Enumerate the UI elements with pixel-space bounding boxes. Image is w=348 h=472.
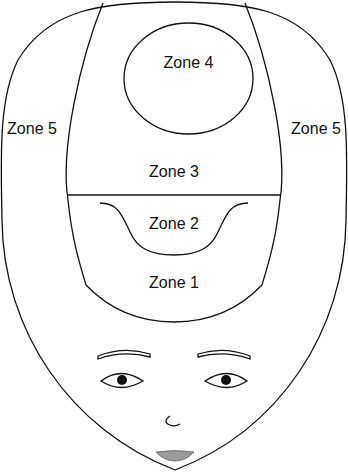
pupil [117, 375, 127, 385]
oval-outline [124, 23, 253, 134]
zone-region: Zone 5 [284, 40, 346, 190]
zone-label: Zone 1 [149, 274, 199, 292]
zone-label: Zone 2 [149, 215, 199, 233]
zone-region: Zone 5 [2, 40, 64, 190]
zone-label: Zone 5 [7, 120, 57, 138]
zone-boundary [245, 3, 282, 285]
eyebrow [98, 350, 150, 359]
eye [205, 374, 247, 388]
eye [101, 374, 143, 388]
oval-outline [123, 22, 254, 135]
zone-boundary [66, 3, 103, 285]
zone-boundary [100, 203, 248, 255]
eyebrow [198, 350, 250, 359]
zone-oval: Zone 4 [123, 22, 254, 135]
zone-region: Zone 1 [88, 256, 260, 318]
zone-label: Zone 5 [291, 120, 341, 138]
zone-label: Zone 3 [149, 163, 199, 181]
zone-label: Zone 4 [164, 54, 214, 72]
zone-region: Zone 3 Zone 4 [70, 3, 278, 195]
nose [166, 416, 180, 426]
mouth [156, 451, 194, 462]
pupil [221, 375, 231, 385]
zone-region: Zone 2 [100, 196, 248, 254]
zone-boundary [67, 194, 281, 195]
